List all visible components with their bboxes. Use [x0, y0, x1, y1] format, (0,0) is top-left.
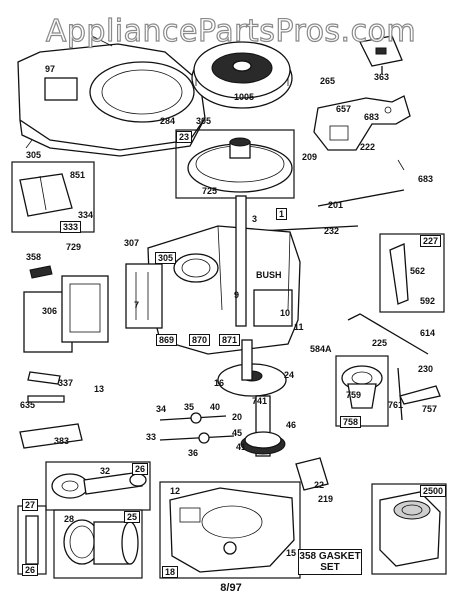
callout-562: 562	[410, 266, 426, 276]
callout-363: 363	[374, 72, 390, 82]
callout-11: 11	[294, 322, 304, 332]
connecting-rod-right	[341, 365, 441, 421]
callout-40: 40	[210, 402, 221, 412]
callout-870: 870	[189, 334, 211, 346]
callout-759: 759	[346, 390, 362, 400]
callout-23: 23	[176, 131, 193, 143]
callout-28: 28	[64, 514, 75, 524]
callout-201: 201	[328, 200, 344, 210]
callout-869: 869	[156, 334, 178, 346]
oil-sump	[169, 487, 295, 573]
callout-7: 7	[134, 300, 140, 310]
callout-334: 334	[78, 210, 94, 220]
callout-232: 232	[324, 226, 340, 236]
callout-32: 32	[100, 466, 111, 476]
callout-305: 305	[196, 116, 212, 126]
callout-851: 851	[70, 170, 86, 180]
callout-3: 3	[252, 214, 258, 224]
flywheel	[191, 41, 293, 109]
callout-225: 225	[372, 338, 388, 348]
control-bracket	[313, 95, 411, 151]
gasket-set-line1: GASKET	[318, 551, 361, 562]
callout-635: 635	[20, 400, 36, 410]
armature-plate	[187, 137, 293, 193]
callout-20: 20	[232, 412, 243, 422]
callout-209: 209	[302, 152, 318, 162]
callout-1005: 1005	[234, 92, 255, 102]
callout-725: 725	[202, 186, 218, 196]
callout-584a: 584A	[310, 344, 332, 354]
callout-15: 15	[286, 548, 297, 558]
callout-592: 592	[420, 296, 436, 306]
callout-383: 383	[54, 436, 70, 446]
callout-41: 41	[236, 442, 247, 452]
callout-35: 35	[184, 402, 195, 412]
air-cleaner	[23, 265, 109, 353]
callout-22: 22	[314, 480, 325, 490]
callout-761: 761	[388, 400, 404, 410]
piston-and-rings	[63, 519, 139, 565]
callout-10: 10	[280, 308, 291, 318]
callout-757: 757	[422, 404, 438, 414]
callout-729: 729	[66, 242, 82, 252]
callout-34: 34	[156, 404, 167, 414]
callout-333: 333	[60, 221, 82, 233]
callout-219: 219	[318, 494, 334, 504]
callout-741: 741	[252, 396, 268, 406]
callout-758: 758	[340, 416, 362, 428]
gasket-set-number: 358	[299, 551, 317, 562]
engine-block	[125, 225, 301, 355]
callout-871: 871	[219, 334, 241, 346]
callout-657: 657	[336, 104, 352, 114]
page-date-code: 8/97	[220, 582, 242, 594]
gasket-set-line2: SET	[320, 562, 340, 573]
camshaft	[159, 395, 286, 457]
callout-337: 337	[58, 378, 74, 388]
callout-25: 25	[124, 511, 141, 523]
callout-12: 12	[170, 486, 181, 496]
callout-36: 36	[188, 448, 199, 458]
callout-683: 683	[418, 174, 434, 184]
callout-284: 284	[160, 116, 176, 126]
ignition-coil	[19, 173, 73, 217]
callout-306: 306	[42, 306, 58, 316]
callout-614: 614	[420, 328, 436, 338]
callout-24: 24	[284, 370, 295, 380]
callout-bush: BUSH	[256, 270, 282, 280]
callout-97: 97	[45, 64, 56, 74]
callout-227: 227	[420, 235, 442, 247]
callout-26: 26	[132, 463, 149, 475]
callout-2500: 2500	[420, 485, 447, 497]
short-block	[379, 491, 441, 567]
callout-230: 230	[418, 364, 434, 374]
callout-13: 13	[94, 384, 105, 394]
blower-housing	[17, 43, 206, 157]
callout-26: 26	[22, 564, 39, 576]
callout-305: 305	[155, 252, 177, 264]
callout-305: 305	[26, 150, 42, 160]
callout-307: 307	[124, 238, 140, 248]
callout-18: 18	[162, 566, 179, 578]
callout-16: 16	[214, 378, 225, 388]
top-bracket	[359, 35, 403, 74]
connecting-rod-left	[51, 471, 147, 499]
callout-358: 358	[26, 252, 42, 262]
crankshaft	[217, 195, 287, 397]
callout-33: 33	[146, 432, 157, 442]
callout-27: 27	[22, 499, 39, 511]
callout-265: 265	[320, 76, 336, 86]
callout-9: 9	[234, 290, 240, 300]
gasket-set-label: 358 GASKET SET	[298, 549, 362, 575]
callout-222: 222	[360, 142, 376, 152]
callout-45: 45	[232, 428, 243, 438]
callout-683: 683	[364, 112, 380, 122]
callout-46: 46	[286, 420, 297, 430]
callout-1: 1	[276, 208, 288, 220]
